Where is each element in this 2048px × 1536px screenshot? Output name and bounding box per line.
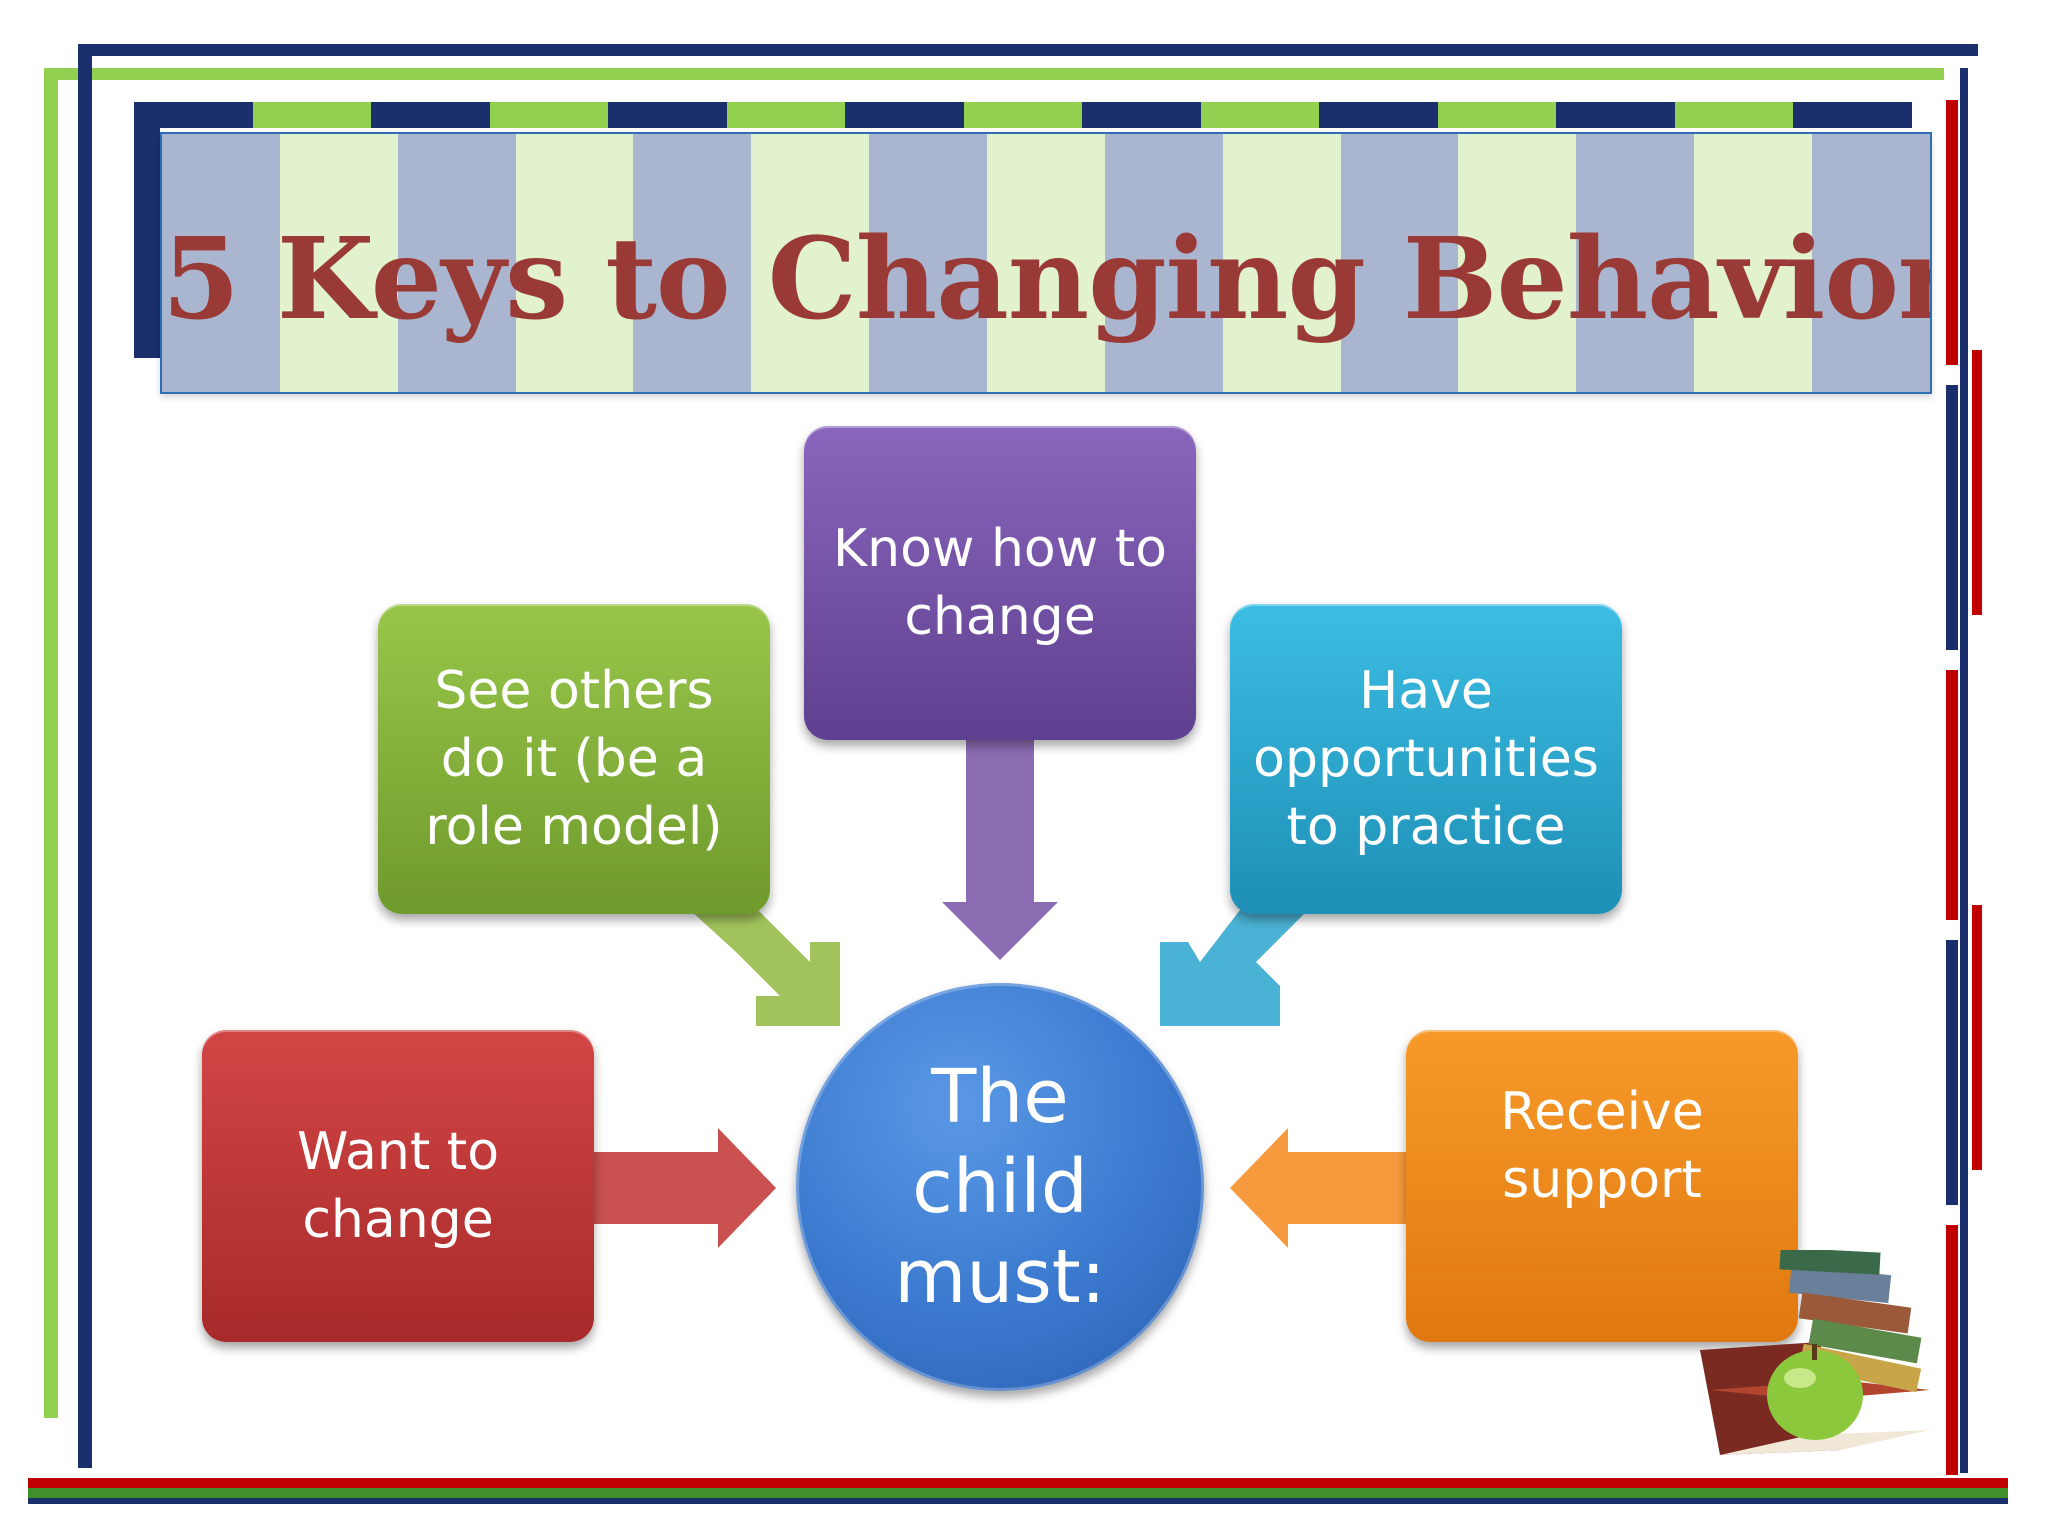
arrow-want-to-change xyxy=(592,1128,776,1248)
key-see-others: See others do it (be a role model) xyxy=(378,604,770,914)
center-node: The child must: xyxy=(796,983,1204,1391)
frame-right-red-2 xyxy=(1972,350,1982,615)
frame-left-green xyxy=(44,68,58,1418)
frame-right-navy-3 xyxy=(1946,940,1958,1205)
slide-title: 5 Keys to Changing Behavior xyxy=(162,214,1932,345)
frame-top-navy xyxy=(78,44,1978,56)
frame-right-navy-2 xyxy=(1946,385,1958,650)
key-have-opportunities-label: Have opportunities to practice xyxy=(1253,661,1599,857)
key-receive-support-label: Receive support xyxy=(1500,1082,1704,1210)
frame-bottom-green xyxy=(28,1488,2008,1498)
frame-bottom-navy xyxy=(28,1498,2008,1504)
center-node-label: The child must: xyxy=(894,1054,1106,1320)
frame-bottom-red xyxy=(28,1478,2008,1488)
frame-right-red-1 xyxy=(1946,100,1958,365)
title-banner: 5 Keys to Changing Behavior xyxy=(160,132,1932,394)
frame-top-green xyxy=(52,68,1944,80)
arrow-know-how xyxy=(942,740,1058,960)
key-want-to-change-label: Want to change xyxy=(296,1122,500,1250)
frame-left-navy xyxy=(78,44,92,1468)
key-have-opportunities: Have opportunities to practice xyxy=(1230,604,1622,914)
key-see-others-label: See others do it (be a role model) xyxy=(425,661,723,857)
key-know-how: Know how to change xyxy=(804,426,1196,740)
frame-right-red-3 xyxy=(1946,670,1958,920)
arrow-have-opportunities xyxy=(1160,910,1308,1026)
arrow-receive-support xyxy=(1230,1128,1414,1248)
title-stripes xyxy=(162,134,1930,392)
frame-right-red-4 xyxy=(1972,905,1982,1170)
key-receive-support: Receive support xyxy=(1406,1030,1798,1342)
frame-right-red-5 xyxy=(1946,1225,1958,1475)
key-want-to-change: Want to change xyxy=(202,1030,594,1342)
books-with-apple-icon xyxy=(1700,1250,1930,1455)
frame-right-navy xyxy=(1960,68,1968,1473)
title-left-edge xyxy=(134,102,160,358)
key-know-how-label: Know how to change xyxy=(833,519,1167,647)
arrow-see-others xyxy=(690,910,840,1026)
